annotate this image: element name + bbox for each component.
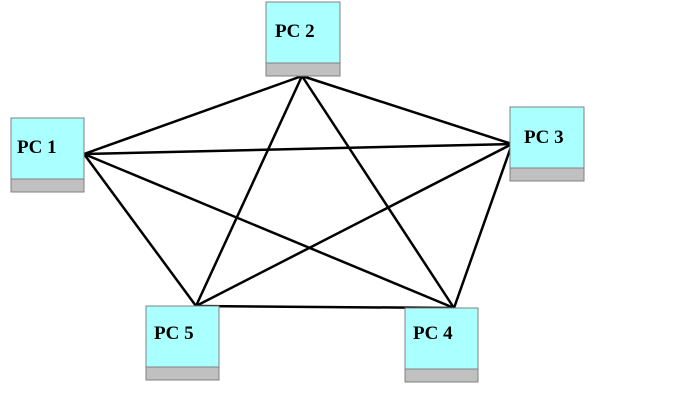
pc-node-1: PC 1 xyxy=(10,117,85,193)
pc-base xyxy=(145,366,220,381)
pc-base xyxy=(265,62,341,77)
pc-label: PC 3 xyxy=(524,127,564,148)
pc-screen xyxy=(10,117,85,180)
link-pc1-pc5 xyxy=(82,153,198,307)
pc-screen xyxy=(145,305,220,368)
pc-node-4: PC 4 xyxy=(404,307,479,383)
pc-node-3: PC 3 xyxy=(509,106,585,182)
pc-base xyxy=(509,167,585,182)
link-pc3-pc4 xyxy=(452,143,514,309)
link-pc3-pc5 xyxy=(195,142,513,308)
pc-base xyxy=(10,178,85,193)
pc-node-5: PC 5 xyxy=(145,305,220,381)
link-pc2-pc3 xyxy=(301,74,513,146)
link-pc2-pc4 xyxy=(300,75,456,309)
pc-label: PC 2 xyxy=(275,21,315,42)
pc-label: PC 4 xyxy=(413,323,453,344)
link-pc1-pc2 xyxy=(83,74,303,156)
pc-screen xyxy=(509,106,585,169)
pc-base xyxy=(404,368,479,383)
connection-lines xyxy=(82,74,514,310)
pc-label: PC 1 xyxy=(17,137,57,158)
pc-screen xyxy=(404,307,479,370)
link-pc2-pc5 xyxy=(194,75,304,307)
link-pc1-pc4 xyxy=(83,152,455,310)
link-pc1-pc3 xyxy=(83,142,513,156)
pc-node-2: PC 2 xyxy=(265,1,341,77)
pc-label: PC 5 xyxy=(154,323,194,344)
